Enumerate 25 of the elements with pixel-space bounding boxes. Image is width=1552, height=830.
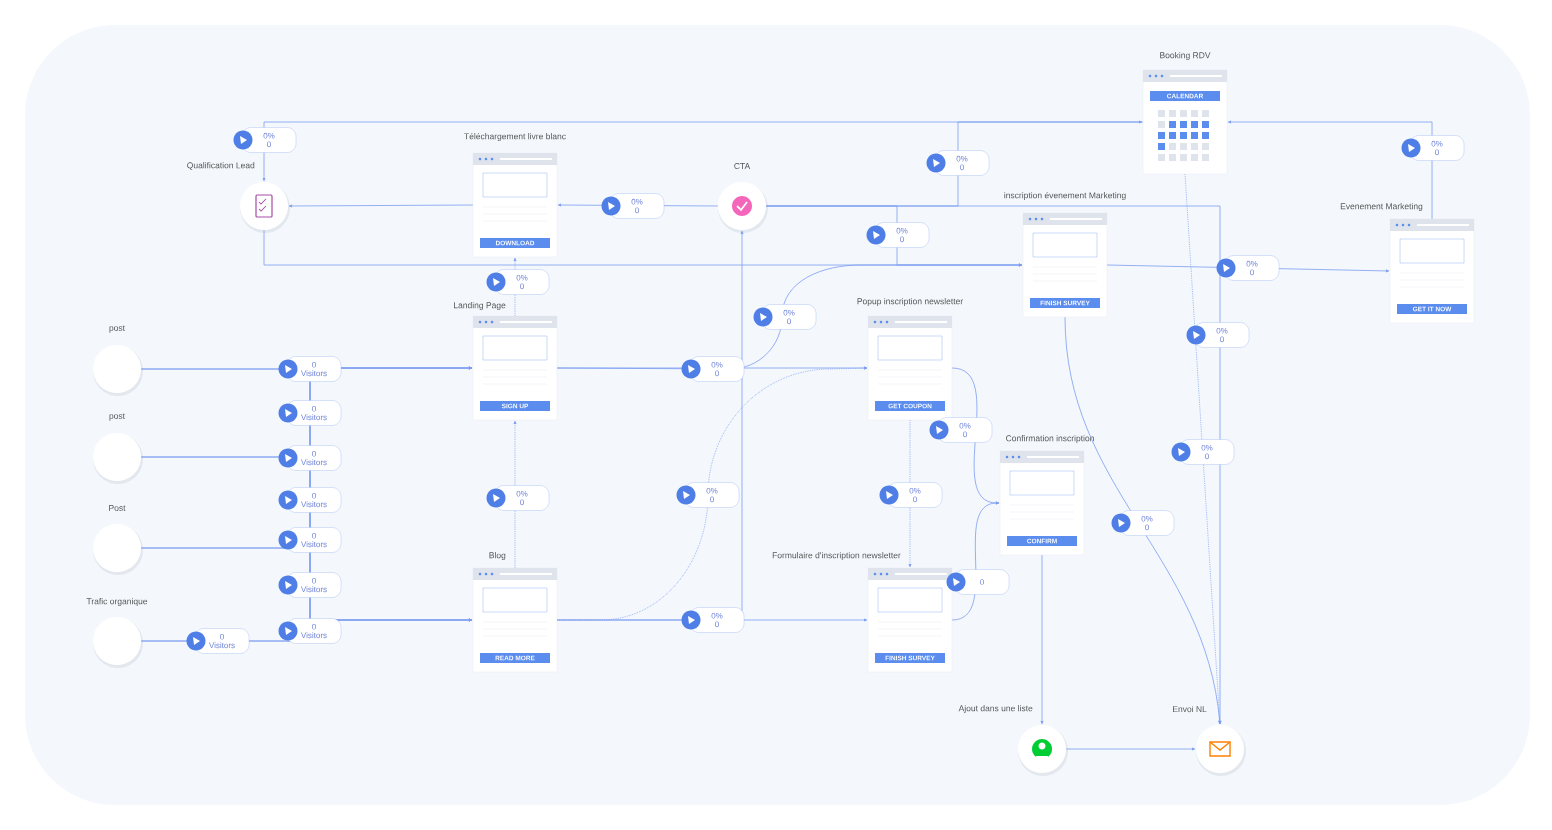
arrow xyxy=(1064,316,1222,725)
node-label: post xyxy=(109,413,125,421)
arrow xyxy=(288,204,474,208)
node-label: Qualification Lead xyxy=(187,162,255,170)
arrow xyxy=(1065,747,1196,751)
node-label: Téléchargement livre blanc xyxy=(464,132,566,142)
node-label: Envoi NL xyxy=(1173,705,1207,713)
node-label: inscription évenement Marketing xyxy=(1004,191,1126,201)
node-label: post xyxy=(109,325,125,333)
arrow xyxy=(765,205,1222,725)
arrow xyxy=(1040,554,1044,725)
node-label: Landing Page xyxy=(454,302,506,310)
node-label: CTA xyxy=(734,163,751,170)
node-label: Ajout dans une liste xyxy=(958,705,1033,713)
node-label: Confirmation inscription xyxy=(1006,435,1094,443)
node-label: Trafic organique xyxy=(86,598,148,606)
arrow xyxy=(262,121,1144,182)
node-label: Evenement Marketing xyxy=(1340,203,1423,211)
node-label: Post xyxy=(109,505,126,511)
node-label: Formulaire d'inscription newsletter xyxy=(772,552,901,560)
node-label: Booking RDV xyxy=(1160,52,1211,60)
node-label: Popup inscription newsletter xyxy=(857,298,963,306)
arrow xyxy=(263,229,1023,267)
node-label: Blog xyxy=(489,552,506,560)
arrow xyxy=(1227,120,1433,220)
